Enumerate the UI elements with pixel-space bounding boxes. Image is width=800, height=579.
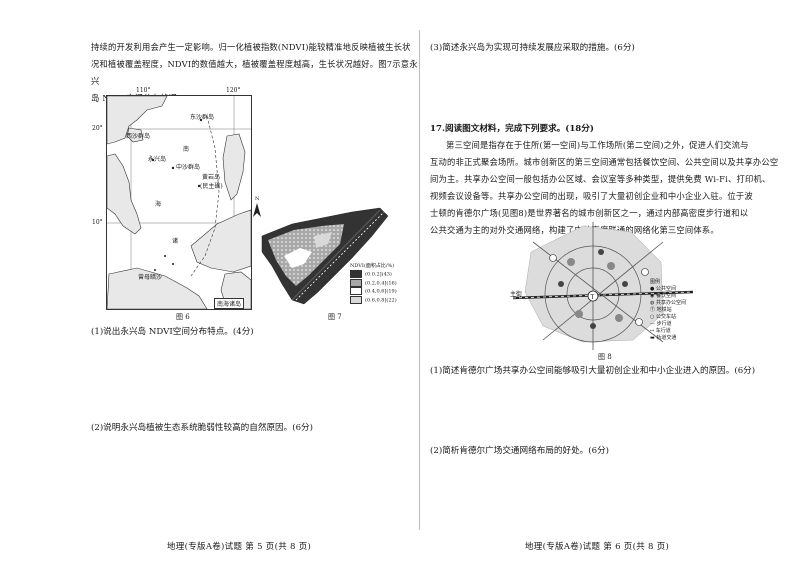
road-label: 主街	[510, 291, 523, 298]
place-label: 西沙群岛	[126, 133, 151, 140]
figure-8-caption: 图 8	[598, 353, 612, 361]
north-label: N	[255, 196, 260, 202]
north-arrow-icon	[253, 203, 261, 217]
question-17-title: 17.阅读图文材料，完成下列要求。(18分)	[430, 124, 594, 134]
figure-7-caption: 图 7	[328, 313, 342, 321]
place-label: 曾母暗沙	[138, 274, 163, 281]
q17-material: 第三空间是指存在于住所(第一空间)与工作场所(第二空间)之外，促进人们交流与 互…	[430, 137, 795, 239]
question-3: (3)简述永兴岛为实现可持续发展应采取的措施。(6分)	[430, 43, 635, 53]
place-label: 永兴岛	[148, 156, 167, 163]
left-page: 持续的开发利用会产生一定影响。归一化植被指数(NDVI)能较精准地反映植被生长状…	[91, 42, 418, 552]
legend-item: — 步行道	[650, 321, 672, 327]
page-footer-left: 地理(专版A卷)试题 第 5 页(共 8 页)	[167, 542, 312, 552]
figure-7-legend: NDVI(面积占比/%) (0.0.2](43) (0.2,0.4](16) (…	[350, 262, 397, 304]
legend-title: NDVI(面积占比/%)	[350, 263, 395, 269]
legend-swatch	[350, 278, 362, 287]
legend-item: ◉ 餐饮空间	[650, 293, 676, 299]
right-page: (3)简述永兴岛为实现可持续发展应采取的措施。(6分) 17.阅读图文材料，完成…	[420, 0, 800, 579]
svg-text:T: T	[590, 294, 595, 301]
legend-title: 图例	[650, 279, 661, 285]
figure-6-caption: 图 6	[176, 313, 190, 321]
question-1: (1)说出永兴岛 NDVI空间分布特点。(4分)	[91, 327, 254, 337]
question-2: (2)说明永兴岛植被生态系统脆弱性较高的自然原因。(6分)	[91, 423, 314, 433]
material-line: 间为主。共享办公空间一般包括办公区域、会议室等多种类型，提供免费 Wi-Fi、打…	[430, 174, 771, 184]
legend-item: Ⓣ 地铁站	[650, 307, 672, 313]
place-label: 中沙群岛	[176, 164, 201, 171]
figure-6-map	[106, 95, 252, 310]
figure-8-map: T	[513, 222, 693, 350]
page-footer-right: 地理(专版A卷)试题 第 6 页(共 8 页)	[525, 542, 670, 552]
intro-line: 持续的开发利用会产生一定影响。归一化植被指数(NDVI)能较精准地反映植被生长状	[91, 42, 411, 52]
material-line: 互动的非正式聚会场所。城市创新区的第三空间通常包括餐饮空间、公共空间以及共享办公…	[430, 157, 779, 167]
legend-item: ↔ 车行道	[650, 328, 671, 334]
legend-swatch	[350, 270, 362, 278]
legend-item: (0.6,0.8](22)	[350, 295, 397, 305]
legend-item: ▬ 轨道交通	[650, 335, 677, 341]
lon-label: 120°	[226, 87, 241, 94]
legend-swatch	[350, 295, 362, 304]
intro-line: 况和植被覆盖程度，NDVI的数值越大，植被覆盖程度越高，生长状况越好。图7示意永…	[91, 59, 418, 86]
question-17-2: (2)简析肯德尔广场交通网络布局的好处。(6分)	[430, 446, 610, 456]
legend-item: (0.2,0.4](16)	[350, 278, 397, 288]
legend-item: ● 公共空间	[650, 286, 676, 292]
question-17-1: (1)简述肯德尔广场共享办公空间能够吸引大量初创企业和中小企业进入的原因。(6分…	[430, 366, 756, 376]
material-line: 视频会议设备等。共享办公空间的出现，吸引了大量初创企业和中小企业入驻。位于波	[430, 191, 753, 201]
legend-item: (0.0.2](43)	[350, 270, 397, 279]
lat-label: 20°	[92, 125, 103, 132]
place-label: (民主礁)	[200, 183, 223, 190]
page-divider	[419, 30, 420, 530]
place-label: 海	[155, 201, 162, 208]
lon-label: 110°	[136, 87, 151, 94]
place-label: 黄岩岛	[202, 174, 221, 181]
legend-item: ◍ 共享办公空间	[650, 300, 686, 306]
figure-8-legend: 图例 ● 公共空间 ◉ 餐饮空间 ◍ 共享办公空间 Ⓣ 地铁站 ○ 公交车站 —…	[650, 279, 686, 342]
place-label: 南	[183, 146, 190, 153]
map-6-drawing	[106, 95, 252, 310]
lat-label: 10°	[92, 219, 103, 226]
legend-swatch	[350, 287, 362, 295]
figure-7-ndvi-map	[261, 207, 389, 305]
place-label: 诸	[172, 238, 179, 245]
material-line: 公共交通为主的对外交通网络，构建了内外高度联通的网络化第三空间体系。	[430, 222, 795, 239]
legend-item: ○ 公交车站	[650, 314, 676, 320]
material-line: 士顿的肯德尔广场(见图8)是世界著名的城市创新区之一，通过内部高密度步行道和以	[430, 208, 749, 218]
map-inset-label: 南海诸岛	[214, 298, 245, 309]
place-label: 东沙群岛	[190, 114, 215, 121]
legend-item: (0.4,0.6](19)	[350, 287, 397, 296]
material-line: 第三空间是指存在于住所(第一空间)与工作场所(第二空间)之外，促进人们交流与	[446, 140, 749, 150]
